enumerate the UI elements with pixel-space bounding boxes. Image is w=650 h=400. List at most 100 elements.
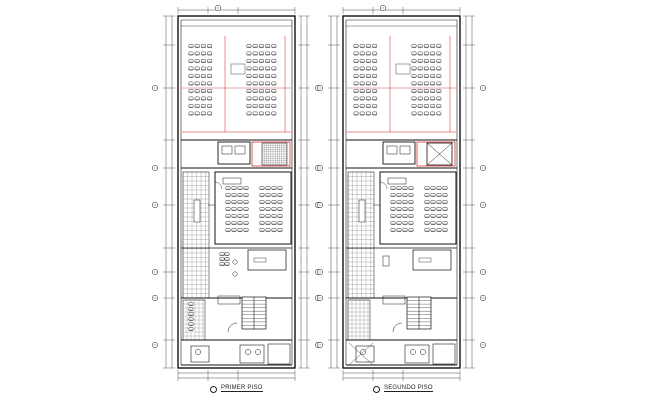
seat bbox=[225, 207, 231, 211]
seat bbox=[353, 66, 359, 71]
seat bbox=[265, 66, 271, 71]
grid-bubble-left bbox=[151, 164, 159, 172]
plan-title-primer-piso: PRIMER PISO bbox=[221, 385, 263, 392]
seat bbox=[188, 96, 194, 101]
seat-shape bbox=[430, 228, 436, 232]
planter bbox=[232, 259, 238, 265]
seat bbox=[424, 228, 430, 232]
seat-shape bbox=[231, 214, 237, 218]
seat bbox=[188, 66, 194, 71]
seat bbox=[271, 207, 277, 211]
seat bbox=[430, 207, 436, 211]
landing bbox=[382, 295, 406, 305]
classroom-walls bbox=[379, 171, 457, 245]
seat bbox=[252, 66, 258, 71]
aisle-label-box bbox=[395, 63, 411, 75]
seat bbox=[258, 81, 264, 86]
seat bbox=[277, 193, 283, 197]
seat bbox=[411, 74, 417, 78]
seat bbox=[265, 111, 271, 116]
seat bbox=[442, 200, 448, 204]
seat bbox=[259, 186, 265, 190]
seat bbox=[408, 214, 414, 218]
seat bbox=[402, 214, 408, 218]
seat bbox=[225, 186, 231, 190]
reception-counter bbox=[193, 199, 201, 223]
seat bbox=[442, 221, 448, 225]
seat-shape bbox=[231, 193, 237, 197]
seat bbox=[430, 104, 436, 108]
seat bbox=[237, 200, 243, 204]
seat bbox=[353, 74, 359, 78]
seat-shape bbox=[396, 214, 402, 218]
seat-shape bbox=[430, 193, 436, 197]
auditorium bbox=[181, 19, 292, 141]
classroom-seats-left bbox=[225, 186, 249, 232]
restroom-block bbox=[382, 141, 416, 165]
lobby-desk bbox=[355, 345, 375, 363]
seat-shape bbox=[436, 200, 442, 204]
seat bbox=[188, 111, 194, 116]
seat bbox=[265, 193, 271, 197]
seat bbox=[353, 59, 359, 63]
seat-shape bbox=[402, 200, 408, 204]
seat bbox=[246, 44, 252, 48]
seat bbox=[252, 89, 258, 93]
seat-shape bbox=[231, 207, 237, 211]
seat bbox=[194, 104, 200, 108]
seat bbox=[390, 221, 396, 225]
teacher-desk bbox=[222, 177, 242, 185]
seat bbox=[243, 228, 249, 232]
grid-bubble-top bbox=[379, 4, 387, 12]
seat bbox=[365, 89, 371, 93]
seat bbox=[265, 81, 271, 86]
grid-bubble-right bbox=[479, 84, 487, 92]
seat bbox=[365, 74, 371, 78]
entrance-tiles bbox=[347, 299, 371, 341]
seat bbox=[265, 96, 271, 101]
seat bbox=[188, 317, 194, 321]
seat-shape bbox=[408, 228, 414, 232]
seat bbox=[353, 96, 359, 101]
seat bbox=[237, 193, 243, 197]
seat bbox=[259, 193, 265, 197]
seat bbox=[271, 221, 277, 225]
seat-shape bbox=[408, 207, 414, 211]
grid-bubble-left bbox=[316, 294, 324, 302]
seat-shape bbox=[390, 221, 396, 225]
classroom bbox=[373, 171, 457, 245]
grid-bubble-left bbox=[151, 268, 159, 276]
seat bbox=[402, 193, 408, 197]
seat-shape bbox=[265, 207, 271, 211]
seat-shape bbox=[402, 221, 408, 225]
seat-shape bbox=[396, 228, 402, 232]
seat bbox=[390, 200, 396, 204]
classroom-seats-right bbox=[424, 186, 448, 232]
seat-shape bbox=[265, 186, 271, 190]
seat bbox=[246, 66, 252, 71]
stair-core bbox=[217, 295, 267, 333]
lounge-seats bbox=[188, 302, 194, 331]
seat bbox=[436, 186, 442, 190]
seat bbox=[424, 200, 430, 204]
seat bbox=[271, 104, 277, 108]
seat bbox=[265, 228, 271, 232]
seat bbox=[200, 96, 206, 101]
seat-shape bbox=[442, 228, 448, 232]
seat bbox=[265, 74, 271, 78]
seat bbox=[271, 228, 277, 232]
seat bbox=[259, 214, 265, 218]
seat-shape bbox=[243, 214, 249, 218]
seat bbox=[396, 193, 402, 197]
seat-shape bbox=[436, 221, 442, 225]
seat-shape bbox=[243, 186, 249, 190]
seat-shape bbox=[277, 221, 283, 225]
seat bbox=[372, 44, 378, 48]
seat bbox=[423, 59, 429, 63]
office-desk bbox=[253, 257, 267, 263]
seat bbox=[231, 228, 237, 232]
seat bbox=[390, 207, 396, 211]
seat-shape bbox=[436, 214, 442, 218]
seat-shape bbox=[225, 214, 231, 218]
